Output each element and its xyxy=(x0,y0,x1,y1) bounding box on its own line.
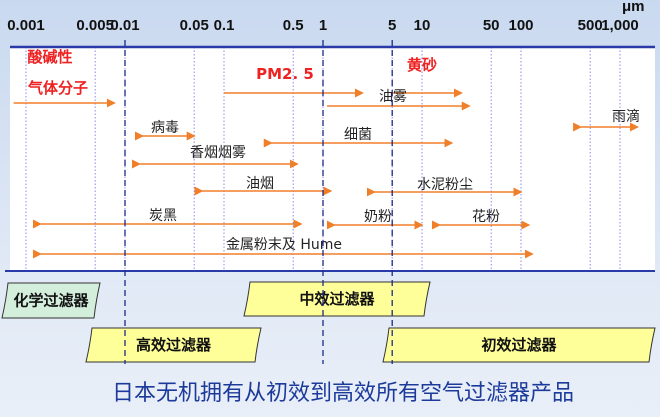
particle-label: 花粉 xyxy=(472,209,500,225)
particle-label: 气体分子 xyxy=(27,79,88,97)
particle-label: 雨滴 xyxy=(612,108,640,125)
particle-label: 细菌 xyxy=(344,127,372,143)
tick-label: 1,000 xyxy=(601,17,639,34)
tick-label: 10 xyxy=(414,17,431,34)
chart-panel xyxy=(10,47,655,272)
particle-label: 香烟烟雾 xyxy=(190,145,246,161)
unit-label: μm xyxy=(622,0,645,15)
filter-label: 化学过滤器 xyxy=(13,292,89,310)
tick-label: 100 xyxy=(508,17,533,34)
tick-label: 0.1 xyxy=(214,17,235,34)
filter-label: 中效过滤器 xyxy=(299,290,375,308)
tick-label: 500 xyxy=(578,17,603,34)
filter-band xyxy=(382,327,656,363)
particle-label: 炭黑 xyxy=(149,208,177,224)
tick-label: 1 xyxy=(319,17,327,34)
particle-label: PM2. 5 xyxy=(256,65,314,83)
tick-label: 5 xyxy=(388,17,396,34)
particle-label: 油烟 xyxy=(246,176,274,192)
particle-label: 黄砂 xyxy=(407,56,437,74)
particle-label: 病毒 xyxy=(151,120,179,136)
particle-label: 金属粉末及 Hume xyxy=(226,237,342,253)
particle-label: 水泥粉尘 xyxy=(417,177,473,193)
tick-label: 50 xyxy=(483,17,500,34)
tick-label: 0.01 xyxy=(110,17,139,34)
filter-band xyxy=(1,282,101,319)
tick-label: 0.5 xyxy=(283,17,304,34)
tick-label: 0.001 xyxy=(7,17,45,34)
tick-label: 0.05 xyxy=(180,17,209,34)
filter-band xyxy=(243,281,431,317)
filter-label: 初效过滤器 xyxy=(481,336,557,354)
particle-label: 奶粉 xyxy=(364,209,392,225)
filter-band xyxy=(85,327,262,363)
tick-label: 0.005 xyxy=(76,17,114,34)
filter-label: 高效过滤器 xyxy=(136,336,212,354)
caption: 日本无机拥有从初效到高效所有空气过滤器产品 xyxy=(112,381,574,406)
particle-label: 酸碱性 xyxy=(27,48,72,66)
particle-label: 油雾 xyxy=(379,89,407,105)
